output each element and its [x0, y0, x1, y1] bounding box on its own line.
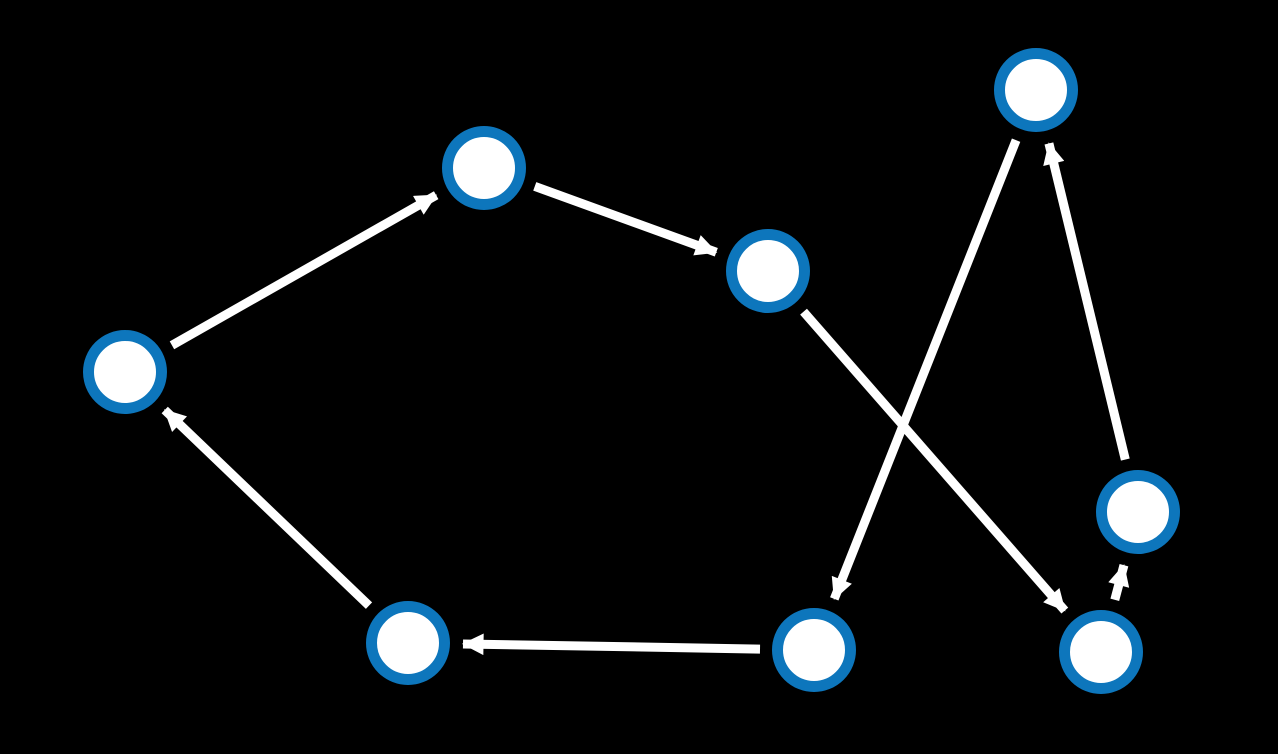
graph-edge-node-left-to-node-upper-mid-left [169, 191, 439, 350]
graph-edge-node-mid-to-node-bottom-right [800, 308, 1069, 614]
node-left [83, 330, 167, 414]
node-right [1096, 470, 1180, 554]
node-top-right [994, 48, 1078, 132]
graph-edge-node-right-to-node-top-right [1043, 142, 1130, 461]
node-upper-mid-left [442, 126, 526, 210]
graph-edge-node-upper-mid-left-to-node-mid [533, 182, 718, 257]
graph-edge-node-bottom-mid-left-to-node-left [161, 406, 373, 609]
node-mid [726, 229, 810, 313]
node-bottom-mid-left [366, 601, 450, 685]
graph-edge-node-top-right-to-node-bottom-mid-right [830, 138, 1021, 601]
graph-edge-node-bottom-right-to-node-right [1108, 564, 1130, 601]
graph-edge-node-bottom-mid-right-to-node-bottom-mid-left [461, 633, 761, 656]
node-bottom-mid-right [772, 608, 856, 692]
node-bottom-right [1059, 610, 1143, 694]
